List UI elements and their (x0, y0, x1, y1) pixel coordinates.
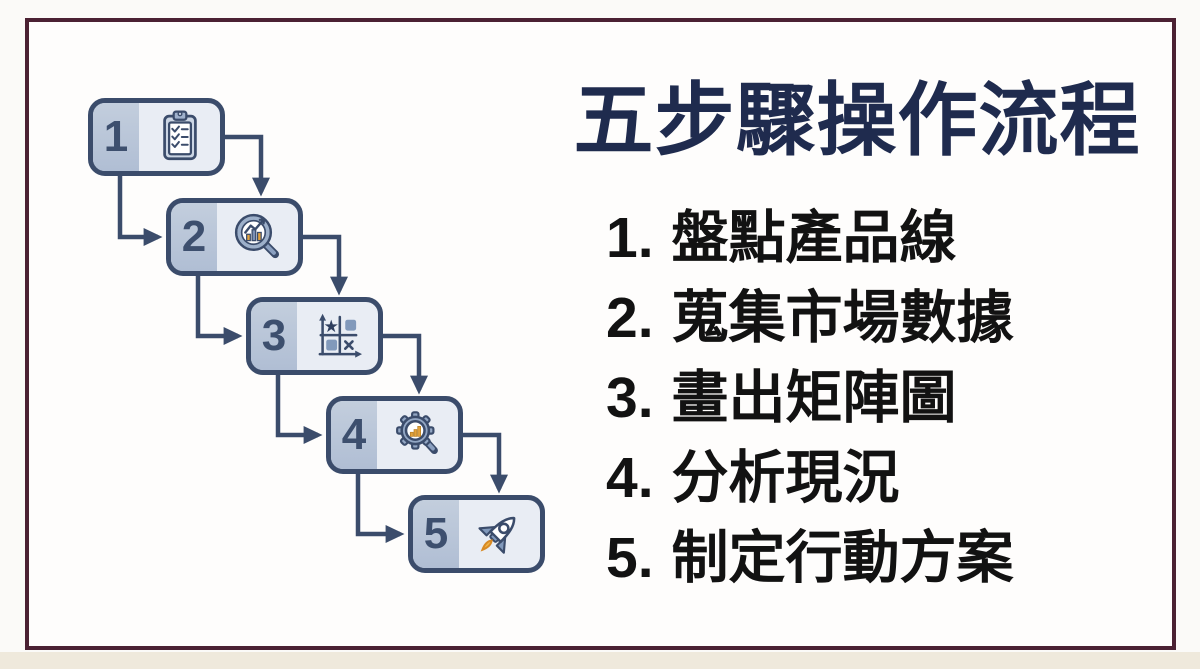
connector-arrow (117, 176, 163, 246)
connector-arrow (275, 375, 323, 444)
item-text: 分析現況 (671, 445, 900, 510)
item-number: 1. (606, 205, 654, 270)
list-item: 3. 畫出矩陣圖 (606, 358, 1166, 438)
list-item: 4. 分析現況 (606, 438, 1166, 518)
connector-arrow (355, 474, 405, 543)
connector-arrow (383, 333, 428, 395)
item-number: 3. (606, 365, 654, 430)
item-number: 5. (606, 525, 654, 590)
item-number: 4. (606, 445, 654, 510)
item-text: 蒐集市場數據 (671, 285, 1014, 350)
step-number: 3 (251, 302, 297, 370)
flow-diagram: 1 2 (88, 98, 545, 573)
svg-text:★: ★ (323, 317, 338, 337)
connector-arrow (195, 276, 243, 345)
step-box-3: 3 ★ (246, 297, 383, 375)
rocket-icon (477, 516, 515, 554)
item-number: 2. (606, 285, 654, 350)
item-text: 畫出矩陣圖 (671, 365, 957, 430)
connector-arrow (463, 432, 508, 494)
step-number: 2 (171, 203, 217, 271)
list-item: 5. 制定行動方案 (606, 518, 1166, 598)
clipboard-checklist-icon (162, 110, 197, 161)
gear-analysis-icon (395, 411, 438, 455)
step-number: 1 (93, 103, 139, 171)
step-box-1: 1 (88, 98, 225, 176)
bottom-margin-strip (0, 652, 1200, 669)
item-text: 制定行動方案 (671, 525, 1014, 590)
step-box-5: 5 (408, 495, 545, 573)
step-number: 4 (331, 401, 377, 469)
list-item: 1. 盤點產品線 (606, 198, 1166, 278)
item-text: 盤點產品線 (671, 205, 957, 270)
matrix-grid-icon: ★ (318, 313, 362, 358)
page-title: 五步驟操作流程 (573, 76, 1141, 165)
step-number: 5 (413, 500, 459, 568)
step-box-4: 4 (326, 396, 463, 474)
connector-arrow (225, 134, 270, 197)
chart-magnifier-icon (234, 213, 279, 259)
list-item: 2. 蒐集市場數據 (606, 278, 1166, 358)
connector-arrow (303, 234, 348, 296)
steps-list: 1. 盤點產品線 2. 蒐集市場數據 3. 畫出矩陣圖 4. 分析現況 5. 制… (606, 198, 1166, 598)
step-box-2: 2 (166, 198, 303, 276)
